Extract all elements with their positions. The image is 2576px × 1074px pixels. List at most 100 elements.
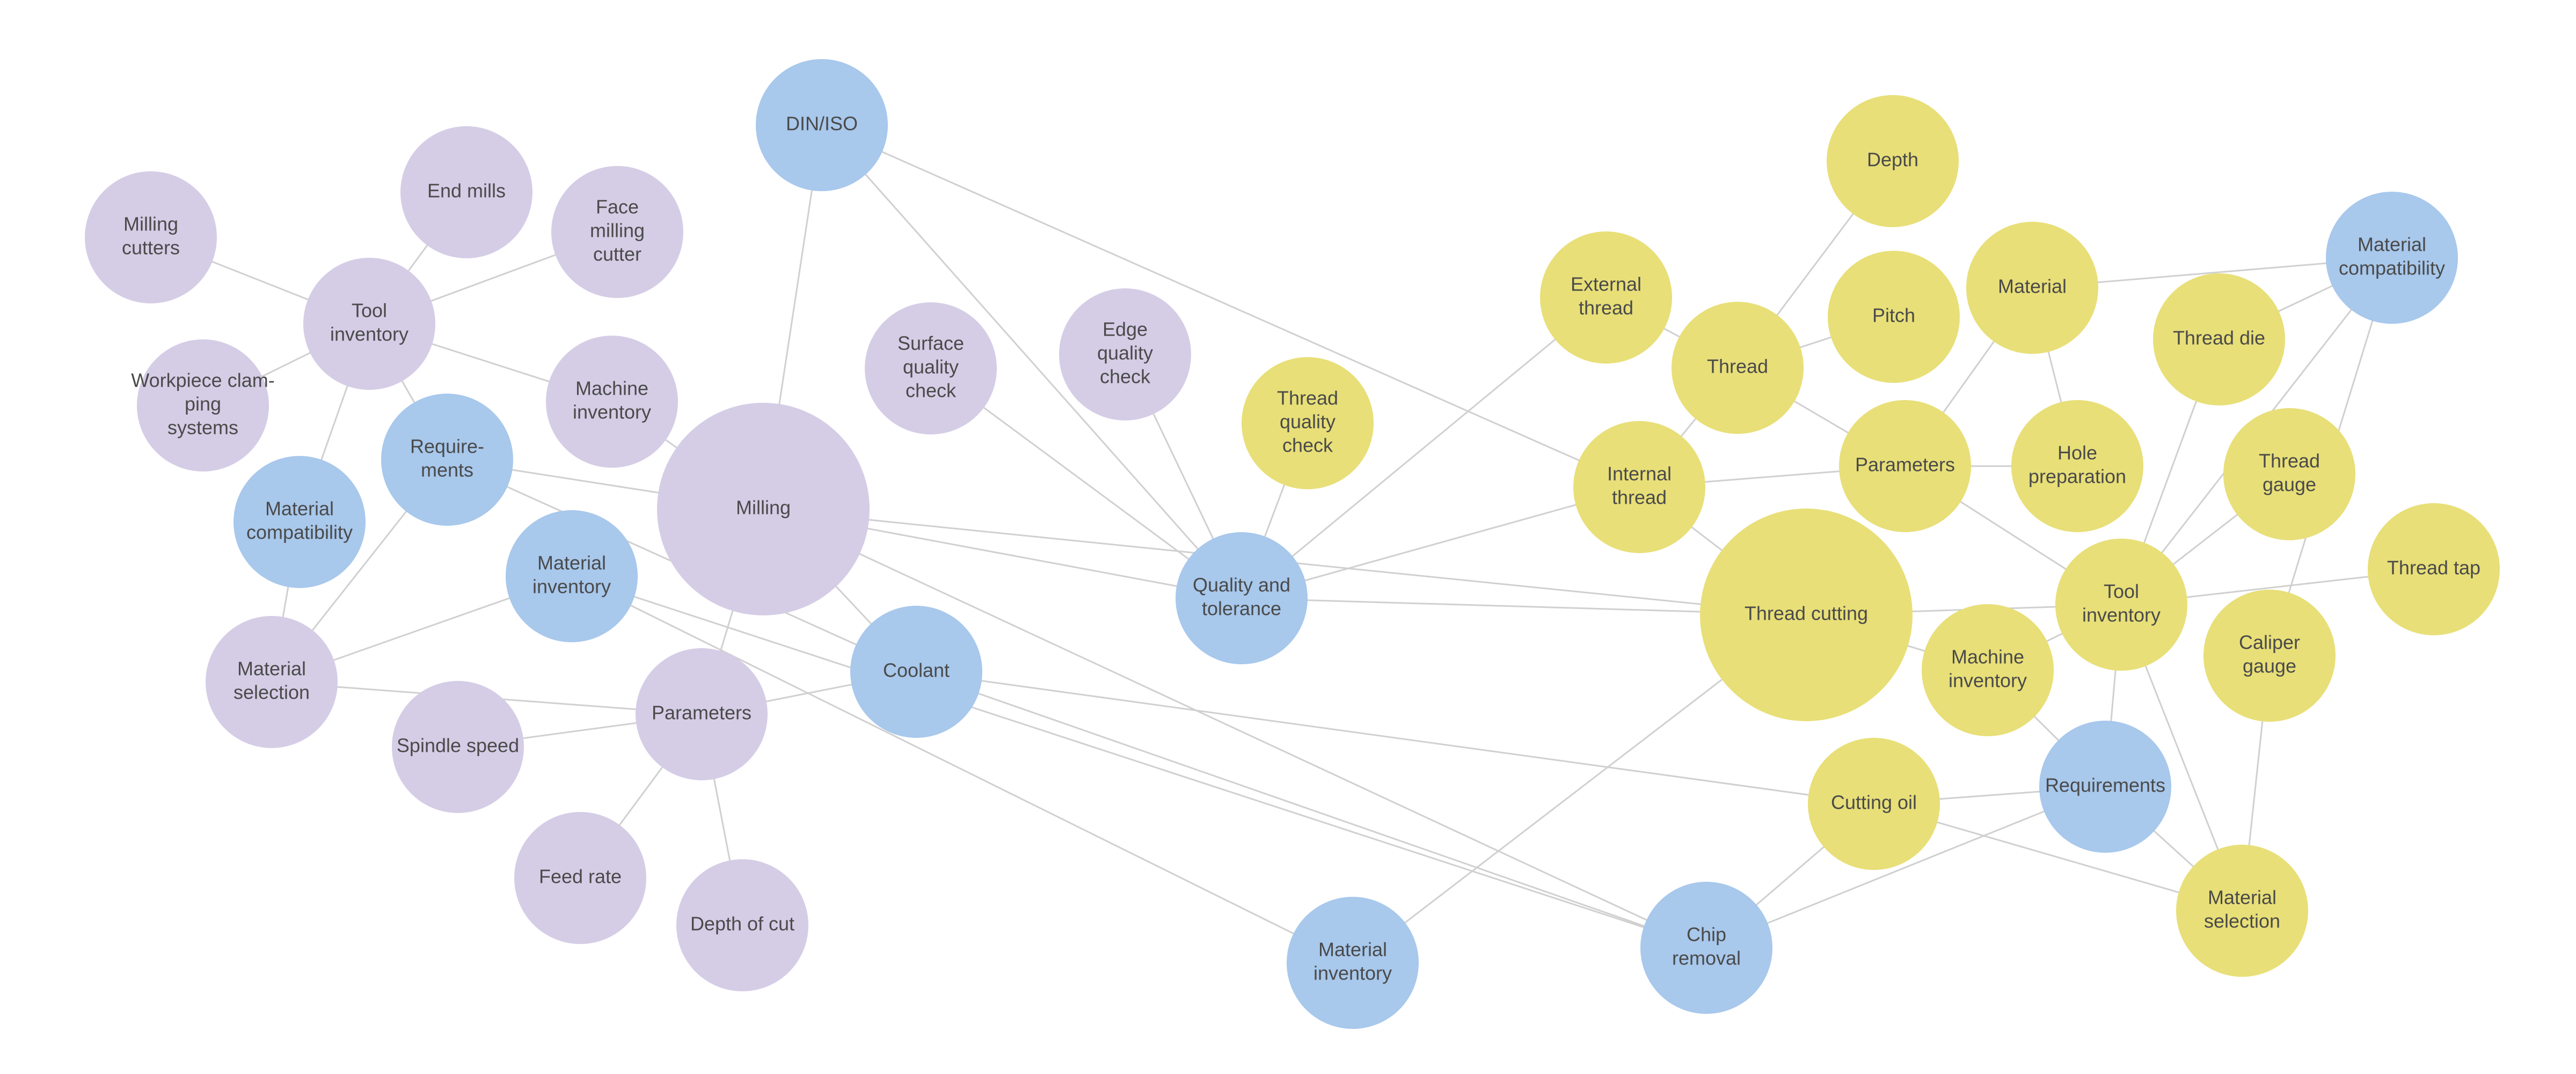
node-label: quality [1280,411,1336,433]
node-label: milling [590,220,645,242]
node-din-iso[interactable]: DIN/ISO [756,59,888,191]
node-circle[interactable] [1700,509,1913,721]
node-circle[interactable] [1839,400,1971,532]
node-circle[interactable] [1827,95,1959,227]
node-spindle-speed[interactable]: Spindle speed [392,681,524,813]
node-requirements-right[interactable]: Requirements [2039,721,2171,853]
node-depth[interactable]: Depth [1827,95,1959,227]
node-circle[interactable] [2011,400,2143,532]
node-circle[interactable] [381,394,513,526]
node-circle[interactable] [2203,590,2336,722]
node-cutting-oil[interactable]: Cutting oil [1808,738,1940,870]
node-label: Thread [2259,450,2320,472]
node-pitch[interactable]: Pitch [1828,251,1960,383]
node-circle[interactable] [1059,288,1191,420]
node-circle[interactable] [756,59,888,191]
node-parameters-left[interactable]: Parameters [636,648,768,780]
node-circle[interactable] [1640,882,1772,1014]
node-label: Milling [123,213,178,235]
node-label: Internal [1607,463,1672,485]
node-label: Material [237,658,306,680]
edge-coolant-to-chip-removal [916,671,1707,949]
node-circle[interactable] [1672,302,1804,434]
node-circle[interactable] [1922,604,2054,736]
node-circle[interactable] [1287,897,1419,1029]
node-thread[interactable]: Thread [1672,302,1804,434]
node-coolant[interactable]: Coolant [850,606,982,738]
node-milling[interactable]: Milling [657,403,870,615]
node-circle[interactable] [1966,222,2098,354]
node-material[interactable]: Material [1966,222,2098,354]
node-circle[interactable] [137,339,269,471]
node-circle[interactable] [206,616,338,748]
node-circle[interactable] [2223,408,2355,540]
node-thread-cutting[interactable]: Thread cutting [1700,509,1913,721]
node-circle[interactable] [1540,231,1672,364]
node-feed-rate[interactable]: Feed rate [514,812,646,944]
node-circle[interactable] [850,606,982,738]
node-end-mills[interactable]: End mills [400,126,532,258]
node-label: Workpiece clam- [131,369,274,391]
node-circle[interactable] [676,859,808,991]
node-thread-tap[interactable]: Thread tap [2368,503,2500,635]
node-circle[interactable] [551,166,683,298]
node-circle[interactable] [506,510,638,642]
node-circle[interactable] [2153,273,2285,405]
node-parameters-right[interactable]: Parameters [1839,400,1971,532]
node-circle[interactable] [865,302,997,434]
node-label: Material [1998,275,2067,297]
node-circle[interactable] [392,681,524,813]
node-circle[interactable] [303,258,435,390]
node-circle[interactable] [1808,738,1940,870]
node-circle[interactable] [657,403,870,615]
node-circle[interactable] [2055,539,2187,671]
node-circle[interactable] [233,456,366,588]
node-thread-die[interactable]: Thread die [2153,273,2285,405]
node-label: inventory [1949,670,2027,692]
node-circle[interactable] [2326,192,2458,324]
node-circle[interactable] [2176,845,2308,977]
node-label: Coolant [883,659,950,681]
node-circle[interactable] [85,171,217,303]
node-circle[interactable] [2368,503,2500,635]
node-circle[interactable] [400,126,532,258]
node-circle[interactable] [636,648,768,780]
node-depth-of-cut[interactable]: Depth of cut [676,859,808,991]
node-label: inventory [2082,604,2161,626]
node-label: Thread die [2173,327,2265,349]
node-circle[interactable] [1828,251,1960,383]
node-circle[interactable] [514,812,646,944]
node-label: Parameters [652,702,751,724]
node-label: Thread tap [2387,557,2480,579]
node-requirements-left[interactable]: Require-ments [381,394,513,526]
node-circle[interactable] [1573,421,1705,553]
node-circle[interactable] [1242,357,1374,489]
node-circle[interactable] [2039,721,2171,853]
node-circle[interactable] [546,336,678,468]
node-label: Spindle speed [397,735,519,757]
node-circle[interactable] [1176,532,1308,664]
